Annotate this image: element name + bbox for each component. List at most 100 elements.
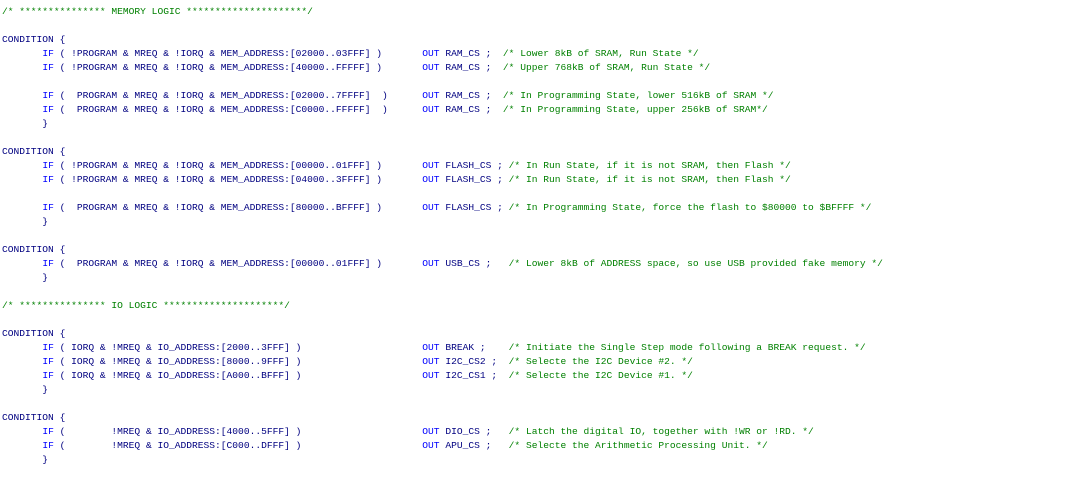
code-line: IF ( IORQ & !MREQ & IO_ADDRESS:[A000..BF… [2,369,1076,383]
code-keyword: OUT [422,440,440,451]
code-line: CONDITION { [2,327,1076,341]
code-keyword: OUT [422,426,440,437]
code-line [2,397,1076,411]
code-line: IF ( PROGRAM & MREQ & !IORQ & MEM_ADDRES… [2,201,1076,215]
code-text [2,370,42,381]
code-text: I2C_CS2 ; [439,356,509,367]
code-text: ( IORQ & !MREQ & IO_ADDRESS:[8000..9FFF]… [53,356,423,367]
code-text: ( IORQ & !MREQ & IO_ADDRESS:[2000..3FFF]… [53,342,423,353]
code-text [2,48,42,59]
code-text [2,202,42,213]
code-text [2,160,42,171]
code-line: IF ( PROGRAM & MREQ & !IORQ & MEM_ADDRES… [2,103,1076,117]
code-text: } [2,272,49,283]
code-comment: /* Lower 8kB of SRAM, Run State */ [502,48,699,59]
code-text [2,104,42,115]
code-line: } [2,383,1076,397]
code-line: } [2,271,1076,285]
code-keyword: OUT [422,370,440,381]
code-text: CONDITION { [2,34,66,45]
code-text: ( !PROGRAM & MREQ & !IORQ & MEM_ADDRESS:… [53,174,423,185]
code-keyword: OUT [422,202,440,213]
code-keyword: IF [42,104,54,115]
code-line: IF ( !PROGRAM & MREQ & !IORQ & MEM_ADDRE… [2,173,1076,187]
code-editor[interactable]: /* *************** MEMORY LOGIC ********… [2,5,1076,475]
code-text [2,62,42,73]
code-line [2,131,1076,145]
code-text [2,440,42,451]
code-text: ( !MREQ & IO_ADDRESS:[4000..5FFF] ) [53,426,423,437]
code-text: CONDITION { [2,146,66,157]
code-comment: /* In Programming State, upper 256kB of … [502,104,768,115]
code-text: ( PROGRAM & MREQ & !IORQ & MEM_ADDRESS:[… [53,202,423,213]
code-text: RAM_CS ; [439,62,503,73]
code-line: IF ( !PROGRAM & MREQ & !IORQ & MEM_ADDRE… [2,159,1076,173]
code-text: ( !PROGRAM & MREQ & !IORQ & MEM_ADDRESS:… [53,62,423,73]
code-line: CONDITION { [2,145,1076,159]
code-line [2,313,1076,327]
code-text: APU_CS ; [439,440,509,451]
code-text: FLASH_CS ; [439,160,509,171]
code-comment: /* Selecte the I2C Device #1. */ [508,370,693,381]
code-keyword: IF [42,440,54,451]
code-comment: /* Initiate the Single Step mode followi… [508,342,866,353]
code-text: CONDITION { [2,412,66,423]
code-line: IF ( PROGRAM & MREQ & !IORQ & MEM_ADDRES… [2,89,1076,103]
code-comment: /* In Run State, if it is not SRAM, then… [508,160,791,171]
code-comment: /* Selecte the Arithmetic Processing Uni… [508,440,768,451]
code-line: } [2,215,1076,229]
code-comment: /* Upper 768kB of SRAM, Run State */ [502,62,711,73]
code-line: } [2,117,1076,131]
code-text: FLASH_CS ; [439,202,509,213]
code-keyword: IF [42,426,54,437]
code-keyword: OUT [422,342,440,353]
code-keyword: IF [42,342,54,353]
code-line [2,187,1076,201]
code-line [2,229,1076,243]
code-keyword: IF [42,370,54,381]
code-text: I2C_CS1 ; [439,370,509,381]
code-line: IF ( IORQ & !MREQ & IO_ADDRESS:[2000..3F… [2,341,1076,355]
code-comment: /* Latch the digital IO, together with !… [508,426,814,437]
code-text: USB_CS ; [439,258,509,269]
code-text: CONDITION { [2,328,66,339]
code-comment: /* *************** MEMORY LOGIC ********… [2,6,313,17]
code-keyword: OUT [422,62,440,73]
code-keyword: OUT [422,174,440,185]
code-text: ( !MREQ & IO_ADDRESS:[C000..DFFF] ) [53,440,423,451]
code-comment: /* In Run State, if it is not SRAM, then… [508,174,791,185]
code-line: /* *************** IO LOGIC ************… [2,299,1076,313]
code-comment: /* *************** IO LOGIC ************… [2,300,290,311]
code-line [2,75,1076,89]
code-text: } [2,454,49,465]
code-keyword: IF [42,258,54,269]
code-line: CONDITION { [2,411,1076,425]
code-text: RAM_CS ; [439,104,503,115]
code-text: } [2,384,49,395]
code-comment: /* Lower 8kB of ADDRESS space, so use US… [508,258,883,269]
code-text: ( PROGRAM & MREQ & !IORQ & MEM_ADDRESS:[… [53,90,423,101]
code-keyword: OUT [422,48,440,59]
code-line: } [2,453,1076,467]
code-text: ( !PROGRAM & MREQ & !IORQ & MEM_ADDRESS:… [53,160,423,171]
code-text: BREAK ; [439,342,509,353]
code-text: } [2,118,49,129]
code-keyword: IF [42,174,54,185]
code-keyword: OUT [422,356,440,367]
code-line: IF ( IORQ & !MREQ & IO_ADDRESS:[8000..9F… [2,355,1076,369]
code-text [2,258,42,269]
code-text [2,356,42,367]
code-text: ( IORQ & !MREQ & IO_ADDRESS:[A000..BFFF]… [53,370,423,381]
code-line: IF ( !MREQ & IO_ADDRESS:[4000..5FFF] ) O… [2,425,1076,439]
code-text [2,426,42,437]
code-keyword: IF [42,160,54,171]
code-keyword: IF [42,62,54,73]
code-text: ( PROGRAM & MREQ & !IORQ & MEM_ADDRESS:[… [53,258,423,269]
code-keyword: OUT [422,160,440,171]
code-text [2,342,42,353]
code-comment: /* Selecte the I2C Device #2. */ [508,356,693,367]
code-keyword: IF [42,90,54,101]
code-comment: /* In Programming State, lower 516kB of … [502,90,774,101]
code-line: IF ( !PROGRAM & MREQ & !IORQ & MEM_ADDRE… [2,47,1076,61]
code-text: RAM_CS ; [439,48,503,59]
